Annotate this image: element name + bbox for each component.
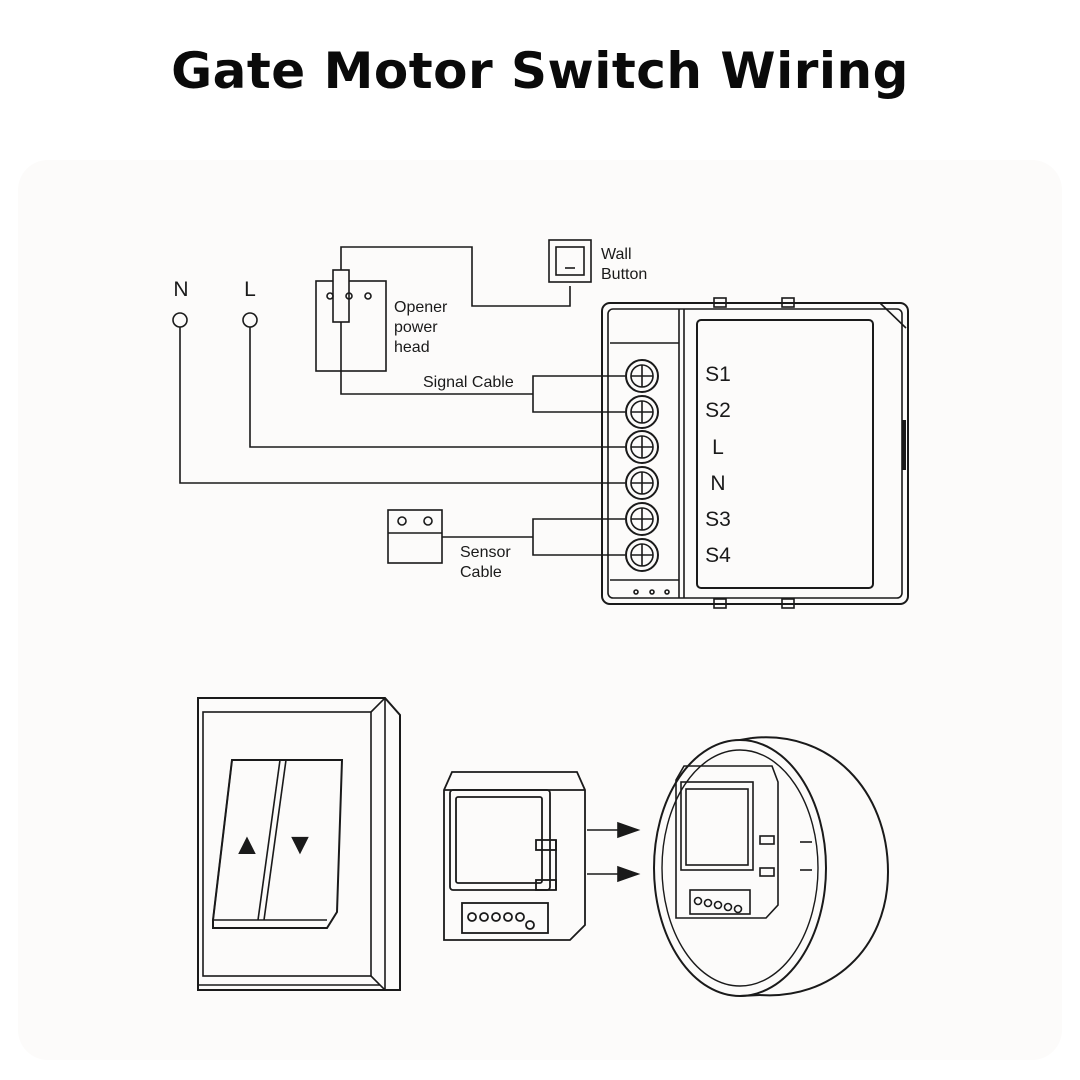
wall-switch-rocker	[212, 759, 344, 929]
page-title: Gate Motor Switch Wiring	[171, 42, 909, 100]
opener-pin	[364, 292, 372, 300]
terminal-screw-n	[625, 466, 659, 500]
terminal-label-s3: S3	[705, 508, 731, 531]
wall-button-face	[555, 246, 585, 276]
opener-pin	[345, 292, 353, 300]
installed-relay-module	[675, 765, 812, 919]
n-input-terminal	[172, 312, 188, 328]
terminal-label-l: L	[712, 436, 724, 459]
sensor	[387, 509, 443, 564]
signal-cable-label: Signal Cable	[423, 374, 514, 391]
signal-cable-bracket	[532, 375, 625, 413]
live-wire	[249, 327, 625, 448]
sensor-pin	[423, 516, 433, 526]
terminal-screw-s3	[625, 502, 659, 536]
down-arrow-icon: ▼	[285, 828, 315, 861]
insert-arrow-icon	[587, 821, 641, 883]
sensor-pin	[397, 516, 407, 526]
wall-button-wire	[340, 246, 571, 307]
terminal-screw-s4	[625, 538, 659, 572]
up-arrow-icon: ▲	[232, 828, 262, 861]
opener-label-line1: Opener	[394, 299, 448, 316]
n-input-label: N	[173, 278, 188, 301]
wall-button-label-line1: Wall	[601, 246, 632, 263]
terminal-label-s2: S2	[705, 399, 731, 422]
opener-pin	[326, 292, 334, 300]
opener-power-head	[315, 280, 387, 372]
l-input-label: L	[244, 278, 256, 301]
terminal-label-n: N	[710, 472, 725, 495]
terminal-screw-l	[625, 430, 659, 464]
relay-module	[443, 771, 586, 941]
terminal-label-s1: S1	[705, 363, 731, 386]
switch-module	[601, 297, 909, 609]
l-input-terminal	[242, 312, 258, 328]
signal-wire	[340, 322, 533, 395]
terminal-label-s4: S4	[705, 544, 731, 567]
wall-button	[548, 239, 592, 283]
terminal-screw-s1	[625, 359, 659, 393]
opener-label-line3: head	[394, 339, 430, 356]
wall-box	[653, 736, 890, 997]
wall-button-label-line2: Button	[601, 266, 647, 283]
neutral-wire	[179, 327, 625, 484]
sensor-label-line2: Cable	[460, 564, 502, 581]
wall-switch-plate	[197, 697, 401, 991]
terminal-screw-s2	[625, 395, 659, 429]
sensor-label-line1: Sensor	[460, 544, 511, 561]
sensor-cable-bracket	[532, 518, 625, 556]
opener-label-line2: power	[394, 319, 438, 336]
